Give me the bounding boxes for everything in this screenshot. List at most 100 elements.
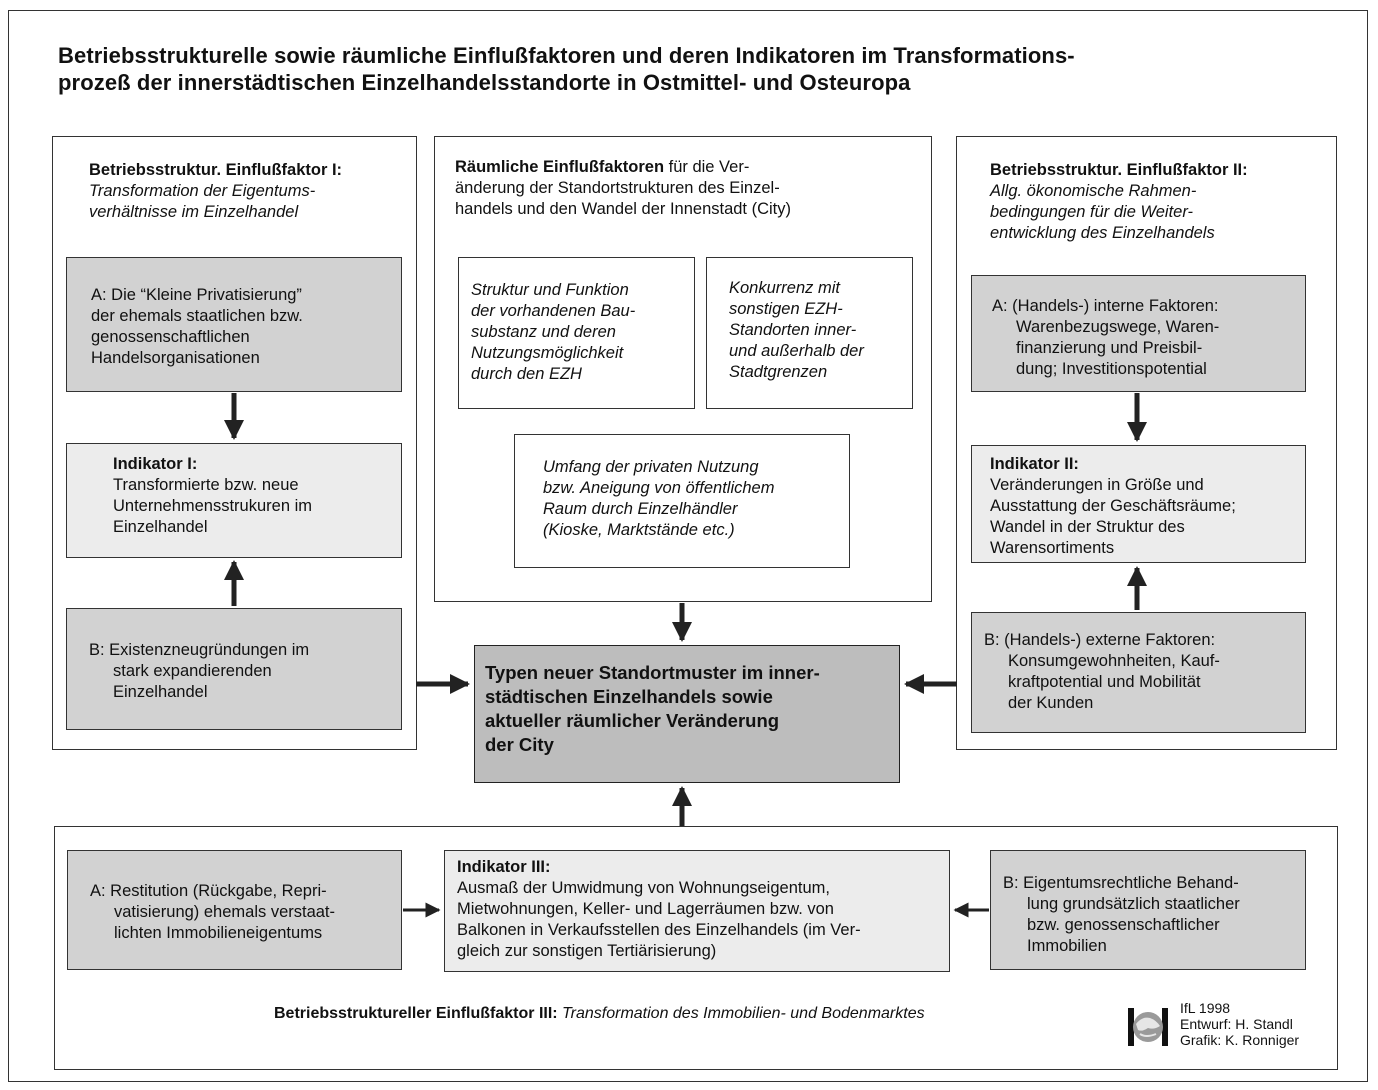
text-line: stark expandierenden [113, 662, 272, 680]
factor-two-subtitle-line: bedingungen für die Weiter- [990, 203, 1194, 221]
building-structure-box: Struktur und Funktion der vorhandenen Ba… [458, 257, 695, 409]
factor-three-caption-bold: Betriebsstruktureller Einflußfaktor III: [274, 1005, 558, 1022]
public-space-text: Umfang der privaten Nutzung bzw. Aneigun… [543, 457, 843, 541]
text-line: der Kunden [1008, 694, 1094, 712]
text-line: Stadtgrenzen [729, 363, 828, 381]
indicator-two-title: Indikator II: [990, 455, 1079, 473]
text-line: Veränderungen in Größe und [990, 476, 1204, 494]
text-line: Unternehmensstrukuren im [113, 497, 312, 515]
factor-one-heading: Betriebsstruktur. Einflußfaktor I: [89, 161, 343, 179]
text-line: dung; Investitionspotential [1016, 360, 1207, 378]
spatial-heading-bold: Räumliche Einflußfaktoren [455, 158, 665, 176]
new-businesses-box: B: Existenzneugründungen im stark expand… [66, 608, 402, 730]
factor-three-caption: Betriebsstruktureller Einflußfaktor III:… [274, 1003, 1114, 1024]
text-line: vatisierung) ehemals verstaat- [114, 903, 336, 921]
text-line: Einzelhandel [113, 518, 208, 536]
text-line: der City [485, 734, 554, 755]
external-factors-box: B: (Handels-) externe Faktoren: Konsumge… [971, 612, 1306, 733]
text-line: Ausstattung der Geschäftsräume; [990, 497, 1236, 515]
spatial-heading-line: handels und den Wandel der Innenstadt (C… [455, 200, 792, 218]
text-line: Balkonen in Verkaufsstellen des Einzelha… [457, 921, 861, 939]
title-line: Betriebsstrukturelle sowie räumliche Ein… [58, 43, 1075, 68]
ifl-logo-icon [1126, 1004, 1170, 1050]
factor-two-header: Betriebsstruktur. Einflußfaktor II: Allg… [990, 160, 1330, 244]
factor-two-heading: Betriebsstruktur. Einflußfaktor II: [990, 161, 1248, 179]
text-line: Konsumgewohnheiten, Kauf- [1008, 652, 1220, 670]
diagram-frame [8, 10, 1368, 1082]
text-line: genossenschaftlichen [91, 328, 250, 346]
indicator-three-text: Indikator III: Ausmaß der Umwidmung von … [457, 857, 947, 962]
factor-one-subtitle-line: Transformation der Eigentums- [89, 182, 316, 200]
spatial-heading-line: Räumliche Einflußfaktoren für die Ver- [455, 157, 915, 178]
indicator-three-box: Indikator III: Ausmaß der Umwidmung von … [444, 850, 950, 972]
text-line: Mietwohnungen, Keller- und Lagerräumen b… [457, 900, 834, 918]
factor-two-subtitle-line: entwicklung des Einzelhandels [990, 224, 1215, 242]
privatization-text: A: Die “Kleine Privatisierung” der ehema… [91, 285, 415, 369]
text-line: Struktur und Funktion [471, 281, 629, 299]
public-space-box: Umfang der privaten Nutzung bzw. Aneigun… [514, 434, 850, 568]
text-line: A: Die “Kleine Privatisierung” [91, 286, 302, 304]
credits: IfL 1998 Entwurf: H. Standl Grafik: K. R… [1180, 1000, 1299, 1048]
text-line: Raum durch Einzelhändler [543, 500, 738, 518]
text-line: Einzelhandel [113, 683, 208, 701]
restitution-box: A: Restitution (Rückgabe, Repri- vatisie… [67, 850, 402, 970]
building-structure-text: Struktur und Funktion der vorhandenen Ba… [471, 280, 686, 385]
text-line: der vorhandenen Bau- [471, 302, 636, 320]
ownership-law-box: B: Eigentumsrechtliche Behand- lung grun… [990, 850, 1306, 970]
factor-one-header: Betriebsstruktur. Einflußfaktor I: Trans… [89, 160, 409, 223]
text-line: A: Restitution (Rückgabe, Repri- [90, 882, 327, 900]
text-line: Handelsorganisationen [91, 349, 260, 367]
indicator-one-text: Indikator I: Transformierte bzw. neue Un… [113, 454, 393, 538]
external-factors-text: B: (Handels-) externe Faktoren: Konsumge… [984, 630, 1302, 714]
text-line: B: (Handels-) externe Faktoren: [984, 631, 1216, 649]
title-line: prozeß der innerstädtischen Einzelhandel… [58, 70, 911, 95]
text-line: Wandel in der Struktur des [990, 518, 1185, 536]
indicator-one-title: Indikator I: [113, 455, 198, 473]
internal-factors-text: A: (Handels-) interne Faktoren: Warenbez… [992, 296, 1302, 380]
new-businesses-text: B: Existenzneugründungen im stark expand… [89, 640, 389, 703]
text-line: der ehemals staatlichen bzw. [91, 307, 303, 325]
text-line: aktueller räumlicher Veränderung [485, 710, 780, 731]
location-patterns-text: Typen neuer Standortmuster im inner- stä… [485, 661, 895, 757]
text-line: gleich zur sonstigen Tertiärisierung) [457, 942, 717, 960]
competition-box: Konkurrenz mit sonstigen EZH- Standorten… [706, 257, 913, 409]
text-line: finanzierung und Preisbil- [1016, 339, 1203, 357]
text-line: Immobilien [1027, 937, 1107, 955]
spatial-heading-rest: für die Ver- [664, 158, 750, 176]
credits-line: IfL 1998 [1180, 1000, 1231, 1016]
text-line: B: Eigentumsrechtliche Behand- [1003, 874, 1239, 892]
factor-three-caption-italic: Transformation des Immobilien- und Boden… [557, 1005, 925, 1022]
text-line: Warensortiments [990, 539, 1115, 557]
text-line: A: (Handels-) interne Faktoren: [992, 297, 1219, 315]
text-line: B: Existenzneugründungen im [89, 641, 310, 659]
factor-two-subtitle-line: Allg. ökonomische Rahmen- [990, 182, 1197, 200]
text-line: sonstigen EZH- [729, 300, 843, 318]
text-line: kraftpotential und Mobilität [1008, 673, 1201, 691]
text-line: lung grundsätzlich staatlicher [1027, 895, 1240, 913]
text-line: bzw. Aneigung von öffentlichem [543, 479, 775, 497]
restitution-text: A: Restitution (Rückgabe, Repri- vatisie… [90, 881, 400, 944]
competition-text: Konkurrenz mit sonstigen EZH- Standorten… [729, 278, 909, 383]
spatial-factors-header: Räumliche Einflußfaktoren für die Ver- ä… [455, 157, 915, 220]
text-line: Transformierte bzw. neue [113, 476, 299, 494]
diagram-title: Betriebsstrukturelle sowie räumliche Ein… [58, 42, 1348, 96]
text-line: Typen neuer Standortmuster im inner- [485, 662, 820, 683]
text-line: und außerhalb der [729, 342, 864, 360]
text-line: Standorten inner- [729, 321, 857, 339]
indicator-two-text: Indikator II: Veränderungen in Größe und… [990, 454, 1305, 559]
privatization-box: A: Die “Kleine Privatisierung” der ehema… [66, 257, 402, 392]
text-line: Konkurrenz mit [729, 279, 840, 297]
indicator-three-title: Indikator III: [457, 858, 551, 876]
text-line: substanz und deren [471, 323, 616, 341]
factor-one-subtitle-line: verhältnisse im Einzelhandel [89, 203, 299, 221]
text-line: bzw. genossenschaftlicher [1027, 916, 1220, 934]
text-line: lichten Immobilieneigentums [114, 924, 323, 942]
spatial-heading-line: änderung der Standortstrukturen des Einz… [455, 179, 780, 197]
indicator-one-box: Indikator I: Transformierte bzw. neue Un… [66, 443, 402, 558]
text-line: Warenbezugswege, Waren- [1016, 318, 1220, 336]
text-line: Umfang der privaten Nutzung [543, 458, 759, 476]
text-line: Ausmaß der Umwidmung von Wohnungseigentu… [457, 879, 830, 897]
location-patterns-box: Typen neuer Standortmuster im inner- stä… [474, 645, 900, 783]
credits-line: Grafik: K. Ronniger [1180, 1032, 1300, 1048]
